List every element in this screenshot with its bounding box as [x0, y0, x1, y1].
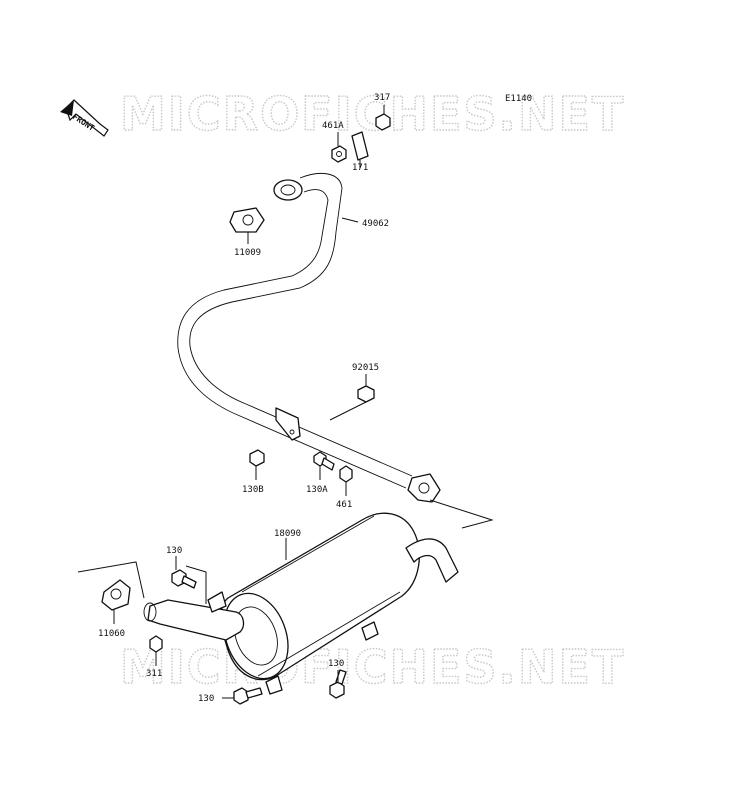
exhaust-pipe-49062 — [177, 172, 494, 529]
watermark-top: MICROFICHES.NET — [120, 87, 625, 141]
bolt-130-top — [171, 569, 197, 589]
nut-461A — [331, 145, 347, 163]
gasket-11060 — [101, 579, 131, 611]
front-arrow-icon: FRONT — [60, 99, 109, 137]
watermark-bottom: MICROFICHES.NET — [120, 640, 625, 694]
label-18090: 18090 — [274, 529, 301, 539]
diagram-code: E1140 — [505, 94, 532, 104]
label-130B: 130B — [242, 485, 264, 495]
muffler-18090 — [143, 512, 459, 695]
label-311: 311 — [146, 669, 162, 679]
label-317: 317 — [374, 93, 390, 103]
label-130-top: 130 — [166, 546, 182, 556]
label-130-bottom-left: 130 — [198, 694, 214, 704]
bolt-130B — [249, 449, 265, 467]
label-11060: 11060 — [98, 629, 125, 639]
label-130-right: 130 — [328, 659, 344, 669]
nut-461 — [339, 465, 353, 483]
label-461: 461 — [336, 500, 352, 510]
nut-92015 — [357, 385, 375, 403]
label-49062: 49062 — [362, 219, 389, 229]
nut-311 — [149, 635, 163, 653]
stud-171 — [351, 131, 369, 161]
gasket-11009 — [229, 207, 265, 233]
label-11009: 11009 — [234, 248, 261, 258]
bolt-130-right — [329, 669, 347, 699]
label-130A: 130A — [306, 485, 328, 495]
nut-317 — [375, 113, 391, 131]
bolt-130-bottom-left — [233, 687, 263, 705]
label-461A: 461A — [322, 121, 344, 131]
label-92015: 92015 — [352, 363, 379, 373]
bolt-130A — [313, 451, 335, 471]
label-171: 171 — [352, 163, 368, 173]
